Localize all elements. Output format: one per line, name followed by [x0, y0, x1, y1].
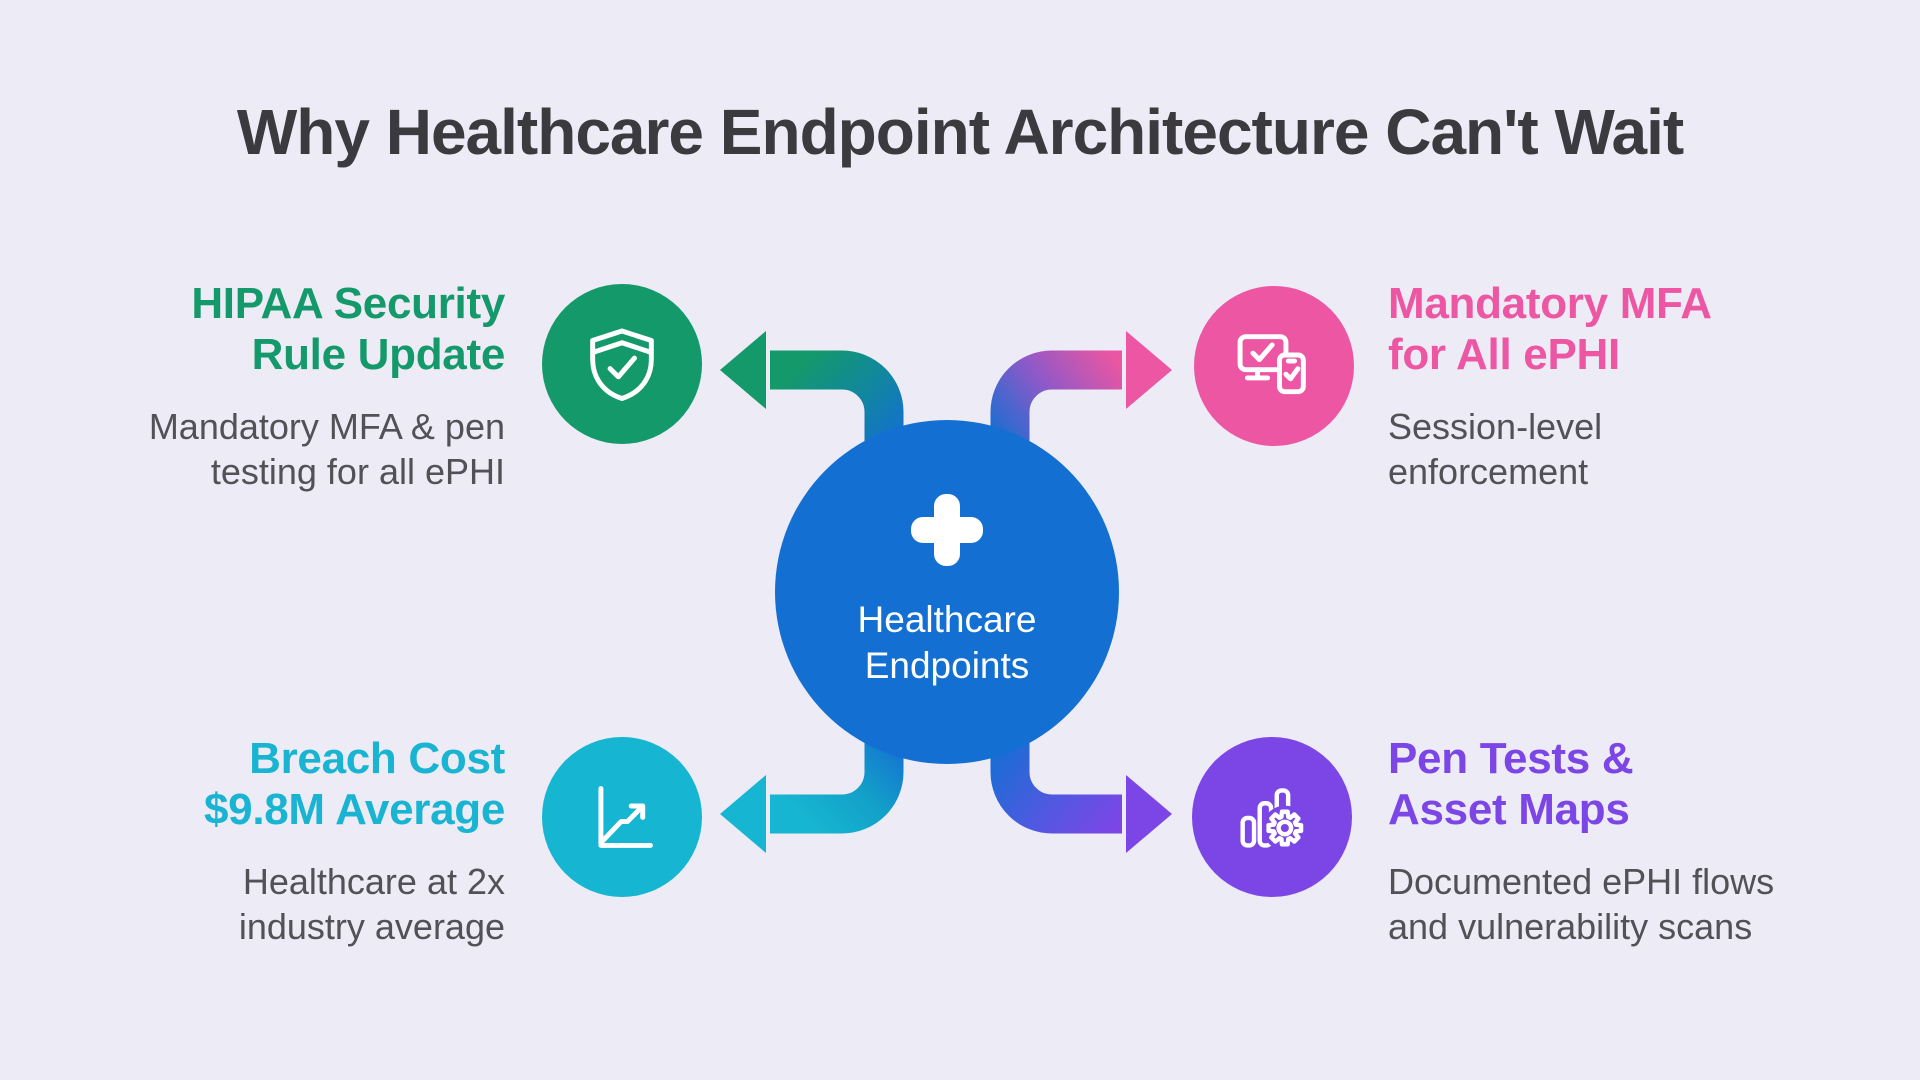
connector-arm-top-left	[770, 350, 904, 478]
heading-line: Pen Tests &	[1388, 734, 1634, 783]
text-block-top-right: Mandatory MFA for All ePHI Session-level…	[1388, 278, 1920, 494]
text-block-bottom-left: Breach Cost $9.8M Average Healthcare at …	[0, 733, 505, 949]
node-heading: Breach Cost $9.8M Average	[0, 733, 505, 835]
node-heading: Mandatory MFA for All ePHI	[1388, 278, 1920, 380]
node-body: Healthcare at 2x industry average	[0, 859, 505, 949]
body-line: enforcement	[1388, 451, 1589, 492]
heading-line: HIPAA Security	[191, 279, 505, 328]
text-block-top-left: HIPAA Security Rule Update Mandatory MFA…	[0, 278, 505, 494]
node-heading: HIPAA Security Rule Update	[0, 278, 505, 380]
heading-line: Asset Maps	[1388, 785, 1630, 834]
node-circle-bottom-left	[542, 737, 702, 897]
medical-cross-icon	[911, 494, 983, 566]
body-line: Documented ePHI flows	[1388, 861, 1775, 902]
arrowhead-top-left-icon	[720, 331, 766, 409]
heading-line: Rule Update	[251, 330, 506, 379]
page-title: Why Healthcare Endpoint Architecture Can…	[236, 96, 1684, 168]
connector-arm-bottom-right	[990, 706, 1122, 834]
body-line: testing for all ePHI	[210, 451, 505, 492]
heading-line: Mandatory MFA	[1388, 279, 1712, 328]
node-circle-top-left	[542, 284, 702, 444]
hub-label-line: Endpoints	[864, 645, 1030, 686]
body-line: Mandatory MFA & pen	[148, 406, 505, 447]
body-line: Healthcare at 2x	[242, 861, 505, 902]
body-line: and vulnerability scans	[1388, 906, 1753, 947]
text-block-bottom-right: Pen Tests & Asset Maps Documented ePHI f…	[1388, 733, 1920, 949]
bars-gear-icon	[1240, 788, 1308, 851]
arrowhead-bottom-right-icon	[1126, 775, 1172, 853]
node-circle-top-right	[1194, 286, 1354, 446]
devices-check-icon	[1237, 334, 1306, 395]
node-circle-bottom-right	[1192, 737, 1352, 897]
trend-line-icon	[598, 786, 653, 848]
node-body: Documented ePHI flows and vulnerability …	[1388, 859, 1920, 949]
node-body: Mandatory MFA & pen testing for all ePHI	[0, 404, 505, 494]
heading-line: for All ePHI	[1388, 330, 1620, 379]
connector-arm-top-right	[990, 350, 1122, 478]
healthcare-endpoints-hub: Healthcare Endpoints	[775, 420, 1119, 764]
connector-arm-bottom-left	[770, 706, 904, 834]
arrowhead-top-right-icon	[1126, 331, 1172, 409]
body-line: industry average	[238, 906, 505, 947]
heading-line: Breach Cost	[249, 734, 505, 783]
node-heading: Pen Tests & Asset Maps	[1388, 733, 1920, 835]
hub-label: Healthcare Endpoints	[858, 597, 1037, 689]
node-body: Session-level enforcement	[1388, 404, 1920, 494]
shield-check-icon	[590, 328, 654, 401]
hub-label-line: Healthcare	[857, 599, 1037, 640]
body-line: Session-level	[1388, 406, 1603, 447]
arrowhead-bottom-left-icon	[720, 775, 766, 853]
heading-line: $9.8M Average	[203, 785, 505, 834]
